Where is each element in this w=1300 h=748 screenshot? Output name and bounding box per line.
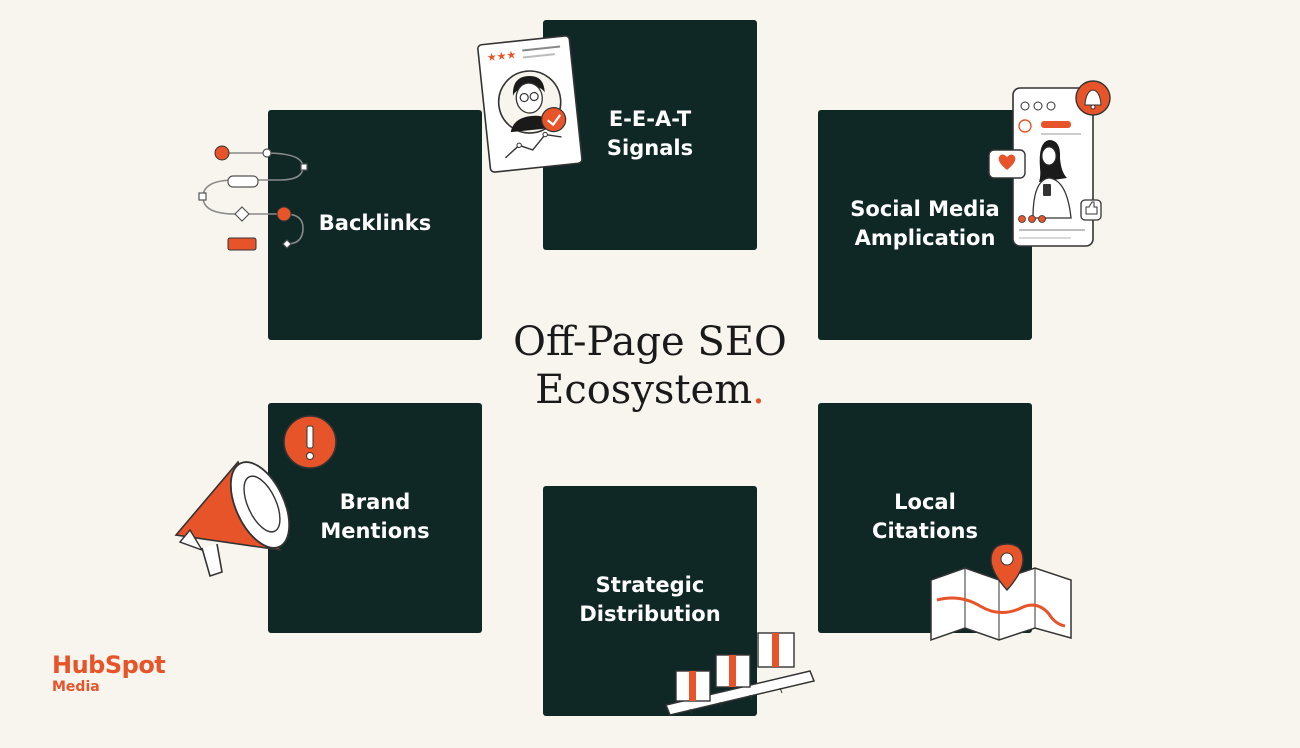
local-citations-label: Local Citations [872, 490, 978, 543]
eeat-signals-label: E-E-A-T Signals [606, 107, 694, 160]
social-phone-icon [988, 80, 1111, 247]
link-flow-icon [198, 145, 308, 251]
logo-brand-text: HubSpot [52, 651, 166, 679]
social-media-label: Social Media Amplication [850, 197, 1000, 250]
megaphone-icon [174, 415, 337, 578]
diagram-title: Off-Page SEO Ecosystem. [440, 318, 860, 414]
map-pin-icon [930, 543, 1072, 642]
backlinks-card: Backlinks [268, 110, 482, 340]
title-line-2: Ecosystem. [440, 366, 860, 414]
shipping-boxes-icon [664, 632, 816, 716]
svg-text:★★★: ★★★ [486, 48, 517, 64]
hubspot-media-logo: HubSpot Media [52, 651, 166, 696]
social-media-card: Social Media Amplication [818, 110, 1032, 340]
strategic-distribution-label: Strategic Distribution [579, 573, 721, 626]
backlinks-label: Backlinks [318, 211, 432, 235]
title-line-2-text: Ecosystem [535, 367, 753, 413]
expert-profile-icon: ★★★ [477, 35, 583, 173]
title-accent-dot: . [752, 367, 765, 413]
title-line-1: Off-Page SEO [513, 319, 787, 365]
logo-sub-text: Media [52, 679, 100, 695]
brand-mentions-label: Brand Mentions [320, 490, 430, 543]
